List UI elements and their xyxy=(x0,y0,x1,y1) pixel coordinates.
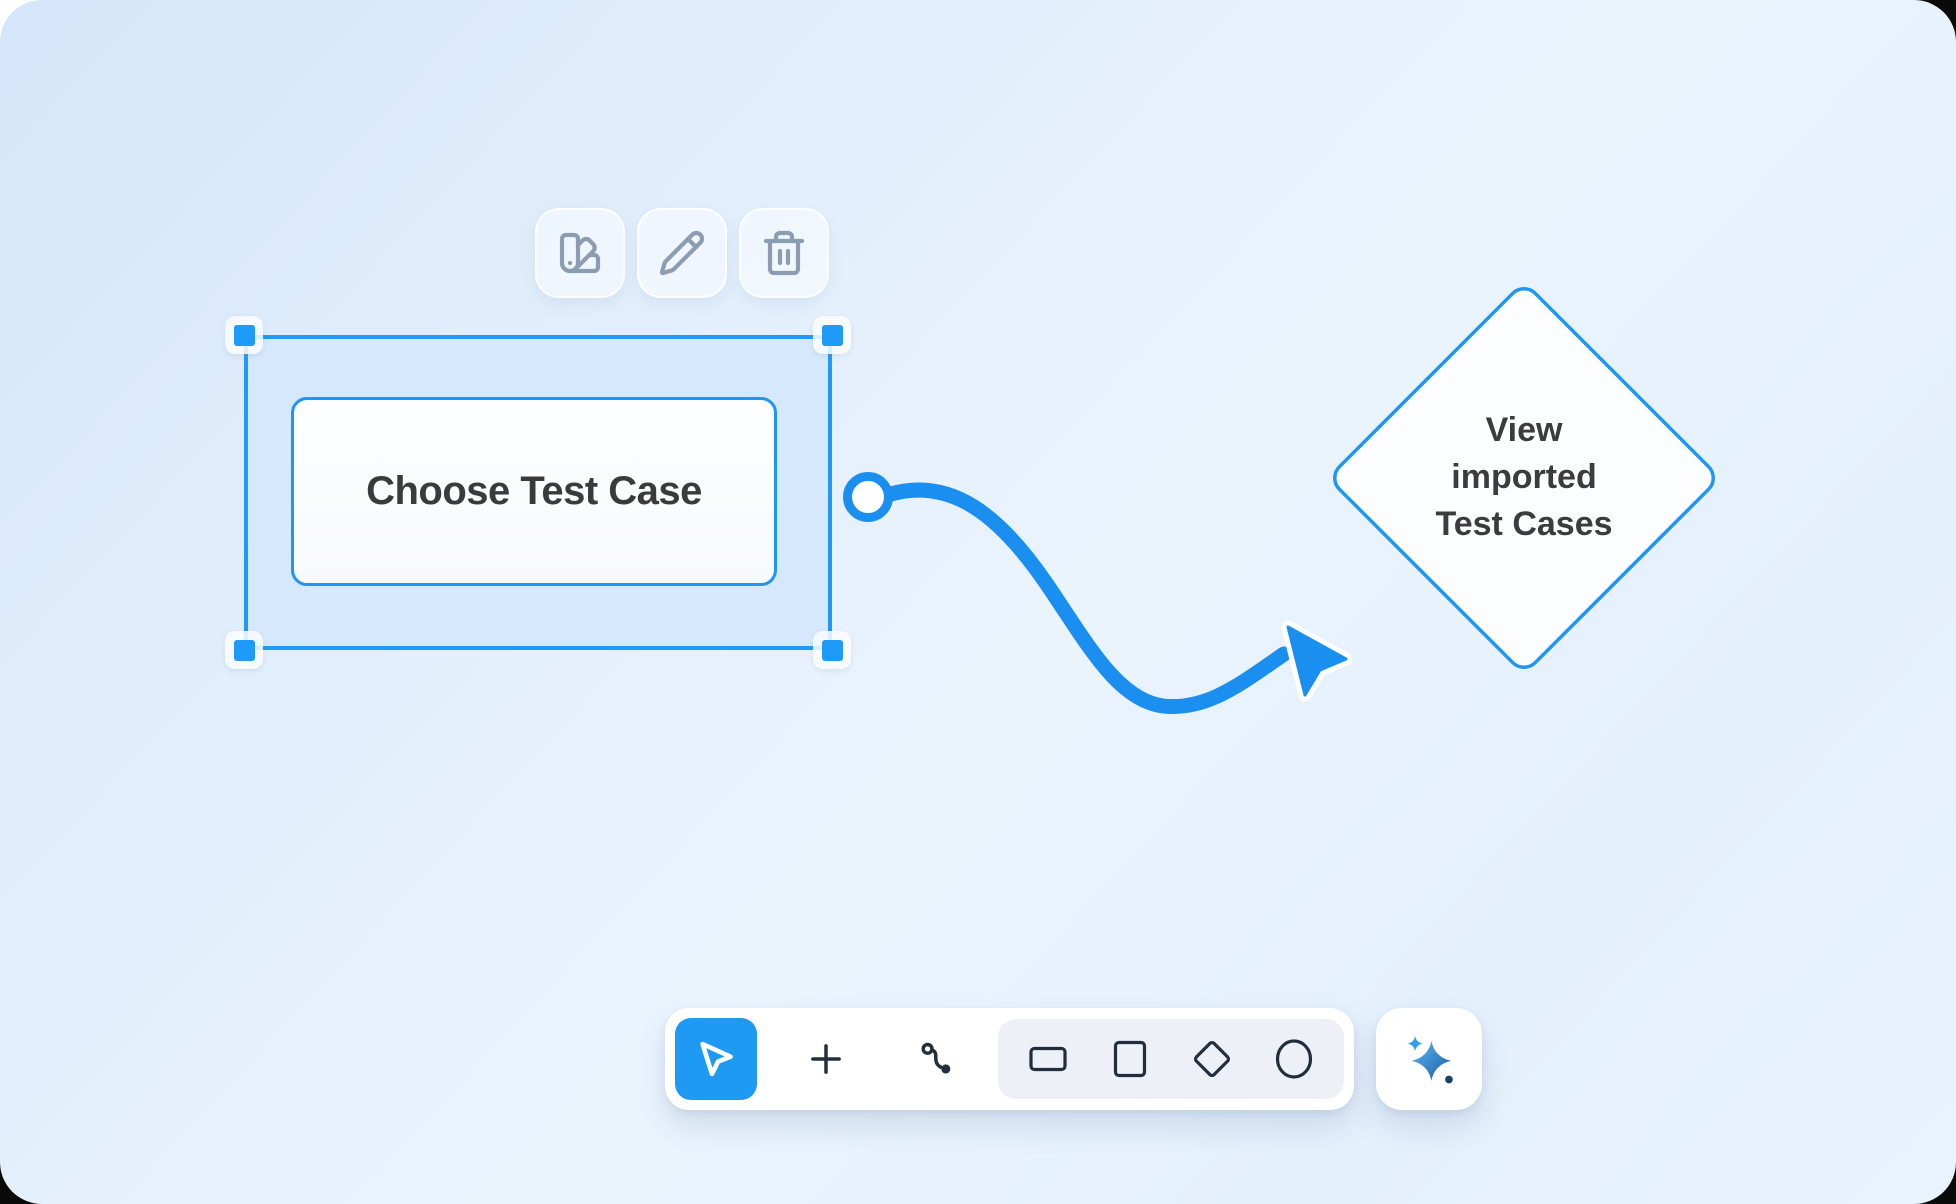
connector-arrowhead-halo xyxy=(1281,620,1353,702)
resize-handle-bottom-left[interactable] xyxy=(225,631,263,669)
sparkles-icon xyxy=(1407,1036,1453,1084)
connector-tool-button[interactable] xyxy=(906,1029,966,1089)
handle-square xyxy=(821,324,843,346)
connector-arrowhead[interactable] xyxy=(1286,625,1348,697)
square-icon xyxy=(1113,1040,1147,1078)
decision-line-2: imported xyxy=(1451,458,1597,496)
diamond-icon xyxy=(1193,1040,1231,1078)
bottom-toolbar xyxy=(665,1008,1354,1110)
process-node[interactable]: Choose Test Case xyxy=(291,397,777,586)
select-tool-button[interactable] xyxy=(675,1018,757,1100)
ellipse-icon xyxy=(1275,1039,1313,1079)
handle-square xyxy=(233,324,255,346)
square-tool-button[interactable] xyxy=(1108,1037,1152,1081)
resize-handle-top-left[interactable] xyxy=(225,316,263,354)
plus-icon xyxy=(811,1044,841,1074)
decision-line-3: Test Cases xyxy=(1435,505,1613,543)
process-node-label: Choose Test Case xyxy=(366,469,702,513)
style-button[interactable] xyxy=(535,208,625,298)
diamond-tool-button[interactable] xyxy=(1190,1037,1234,1081)
resize-handle-top-right[interactable] xyxy=(813,316,851,354)
ai-assistant-button[interactable] xyxy=(1376,1008,1482,1110)
handle-square xyxy=(233,639,255,661)
color-swatches-icon xyxy=(559,232,601,274)
rectangle-icon xyxy=(1029,1046,1067,1072)
trash-icon xyxy=(763,230,805,276)
add-tool-button[interactable] xyxy=(796,1029,856,1089)
decision-line-1: View xyxy=(1485,411,1563,449)
cursor-icon xyxy=(700,1041,733,1077)
rectangle-tool-button[interactable] xyxy=(1026,1037,1070,1081)
decision-node-label: View imported Test Cases xyxy=(1374,407,1674,548)
resize-handle-bottom-right[interactable] xyxy=(813,631,851,669)
edit-button[interactable] xyxy=(637,208,727,298)
connector-curve[interactable] xyxy=(883,482,1292,715)
delete-button[interactable] xyxy=(739,208,829,298)
ellipse-tool-button[interactable] xyxy=(1272,1037,1316,1081)
handle-square xyxy=(821,639,843,661)
connector-start-point[interactable] xyxy=(843,472,893,522)
spline-icon xyxy=(921,1042,951,1074)
shape-tools-group xyxy=(998,1019,1344,1099)
pencil-icon xyxy=(659,230,705,276)
context-toolbar xyxy=(535,208,829,298)
